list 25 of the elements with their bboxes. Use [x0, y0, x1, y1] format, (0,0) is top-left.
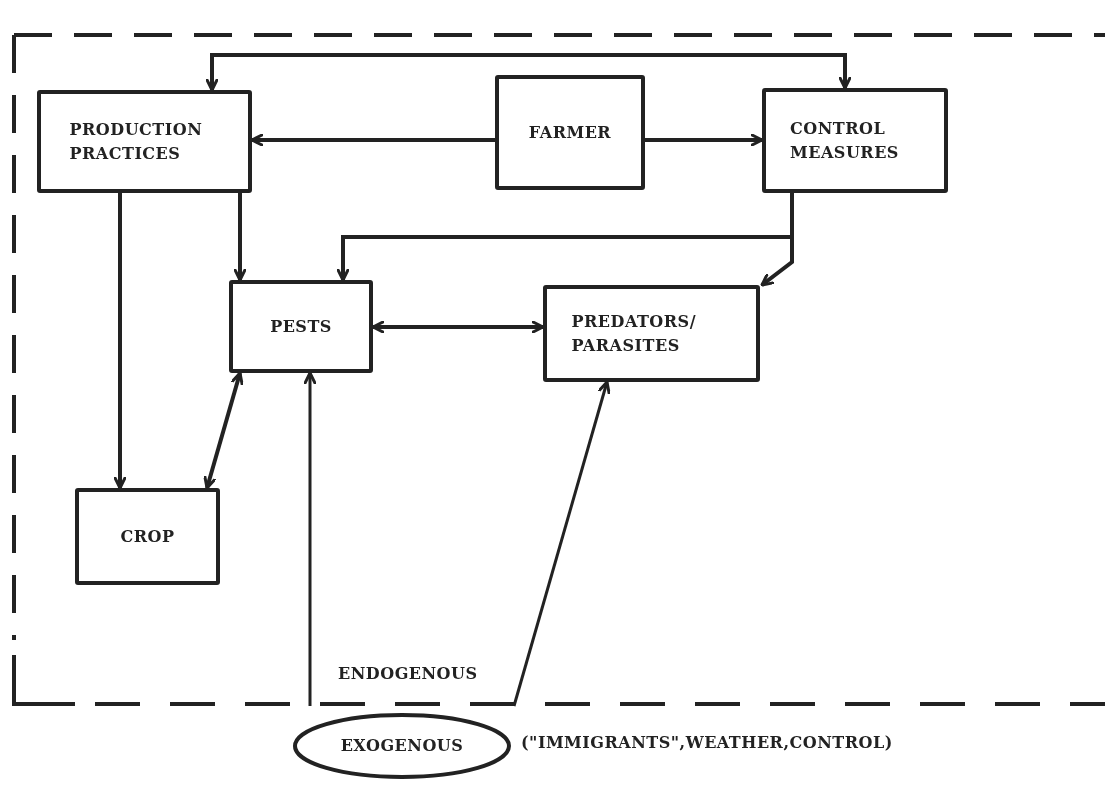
node-label: PREDATORS/ PARASITES: [571, 310, 697, 357]
node-label: PRODUCTION PRACTICES: [69, 118, 204, 165]
arrow: [303, 371, 317, 706]
process-box: [37, 90, 252, 193]
arrow: [645, 133, 764, 147]
arrow: [371, 320, 545, 334]
arrow: [233, 193, 247, 282]
process-box: [75, 488, 220, 585]
process-box: [229, 280, 373, 373]
arrow: [760, 193, 794, 287]
node-label: CROP: [120, 525, 175, 548]
oval: [292, 712, 512, 780]
node-label: PESTS: [270, 315, 332, 338]
process-box: [543, 285, 760, 382]
region-label: ENDOGENOUS: [338, 664, 478, 683]
arrow: [250, 133, 495, 147]
node-label: EXOGENOUS: [340, 735, 464, 757]
process-box: [495, 75, 645, 190]
node-label: CONTROL MEASURES: [790, 117, 900, 164]
node-label: FARMER: [528, 121, 612, 144]
process-box: [762, 88, 948, 193]
arrow: [203, 371, 244, 490]
arrow: [512, 380, 611, 707]
arrow: [113, 193, 127, 490]
arrow: [205, 53, 852, 92]
